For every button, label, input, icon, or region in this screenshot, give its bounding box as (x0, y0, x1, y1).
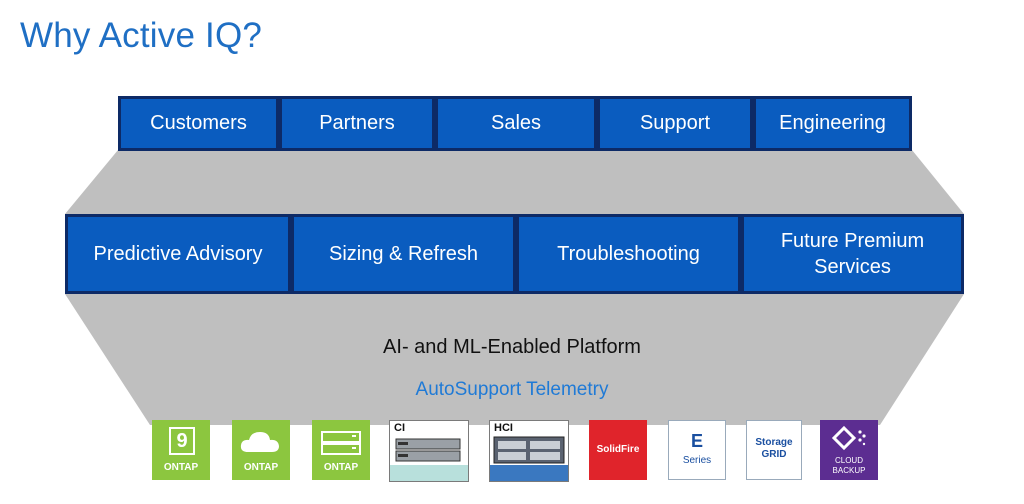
hci-chassis-icon (490, 436, 568, 481)
audience-customers: Customers (118, 96, 279, 151)
capability-row: Predictive Advisory Sizing & Refresh Tro… (65, 214, 964, 294)
capability-future-premium-services: Future Premium Services (741, 214, 964, 294)
eseries-label: Series (682, 455, 712, 466)
cloud-backup-line1: CLOUD (834, 456, 863, 465)
ontap-9-label: ONTAP (163, 462, 199, 473)
capability-sizing-refresh: Sizing & Refresh (291, 214, 516, 294)
audience-engineering: Engineering (753, 96, 912, 151)
cloud-backup-line2: BACKUP (832, 466, 866, 475)
audience-support: Support (597, 96, 753, 151)
ontap-select-logo: ONTAP (312, 420, 370, 480)
page-title: Why Active IQ? (20, 16, 263, 55)
server-icon (321, 431, 361, 455)
hci-label: HCI (494, 422, 513, 434)
funnel-upper (65, 150, 964, 214)
ci-logo: CI (389, 420, 469, 482)
funnel-lower (65, 294, 964, 425)
capability-predictive-advisory: Predictive Advisory (65, 214, 291, 294)
storagegrid-line2: GRID (761, 449, 787, 460)
ontap-cloud-label: ONTAP (243, 462, 279, 473)
solidfire-logo: SolidFire (589, 420, 647, 480)
ci-label: CI (394, 422, 405, 434)
ontap-cloud-logo: ONTAP (232, 420, 290, 480)
ontap-select-label: ONTAP (323, 462, 359, 473)
ci-rack-icon (390, 438, 468, 481)
ontap-9-mark: 9 (169, 427, 195, 455)
platform-label: AI- and ML-Enabled Platform (383, 336, 641, 358)
storagegrid-logo: Storage GRID (746, 420, 802, 480)
eseries-logo: E Series (668, 420, 726, 480)
capability-troubleshooting: Troubleshooting (516, 214, 741, 294)
cloud-icon (240, 432, 279, 452)
telemetry-label: AutoSupport Telemetry (415, 379, 609, 400)
eseries-mark: E (690, 431, 703, 451)
hci-logo: HCI (489, 420, 569, 482)
audience-partners: Partners (279, 96, 435, 151)
ontap-9-logo: 9 ONTAP (152, 420, 210, 480)
storagegrid-line1: Storage (755, 437, 793, 448)
audience-sales: Sales (435, 96, 597, 151)
cloud-backup-logo: CLOUD BACKUP (820, 420, 878, 480)
audience-row: Customers Partners Sales Support Enginee… (118, 96, 912, 151)
cloud-backup-diamond-icon (831, 425, 866, 451)
solidfire-label: SolidFire (596, 444, 640, 455)
